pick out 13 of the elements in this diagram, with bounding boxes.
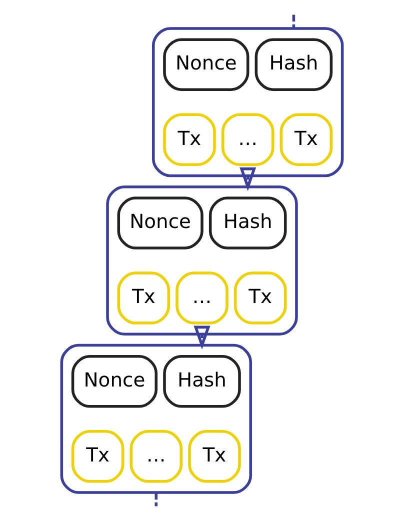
arrow bbox=[240, 167, 256, 192]
cluster bbox=[106, 185, 298, 336]
node-box: Hash bbox=[254, 38, 333, 91]
cluster bbox=[60, 344, 252, 494]
node-box: Nonce bbox=[163, 38, 250, 91]
node-box: Hash bbox=[208, 196, 287, 250]
node-box: Nonce bbox=[71, 354, 158, 408]
node-box: Hash bbox=[163, 354, 241, 408]
connector bbox=[154, 492, 158, 506]
arrow bbox=[194, 326, 210, 350]
connector bbox=[292, 14, 296, 28]
node-box: Nonce bbox=[117, 196, 204, 250]
cluster bbox=[152, 27, 344, 178]
